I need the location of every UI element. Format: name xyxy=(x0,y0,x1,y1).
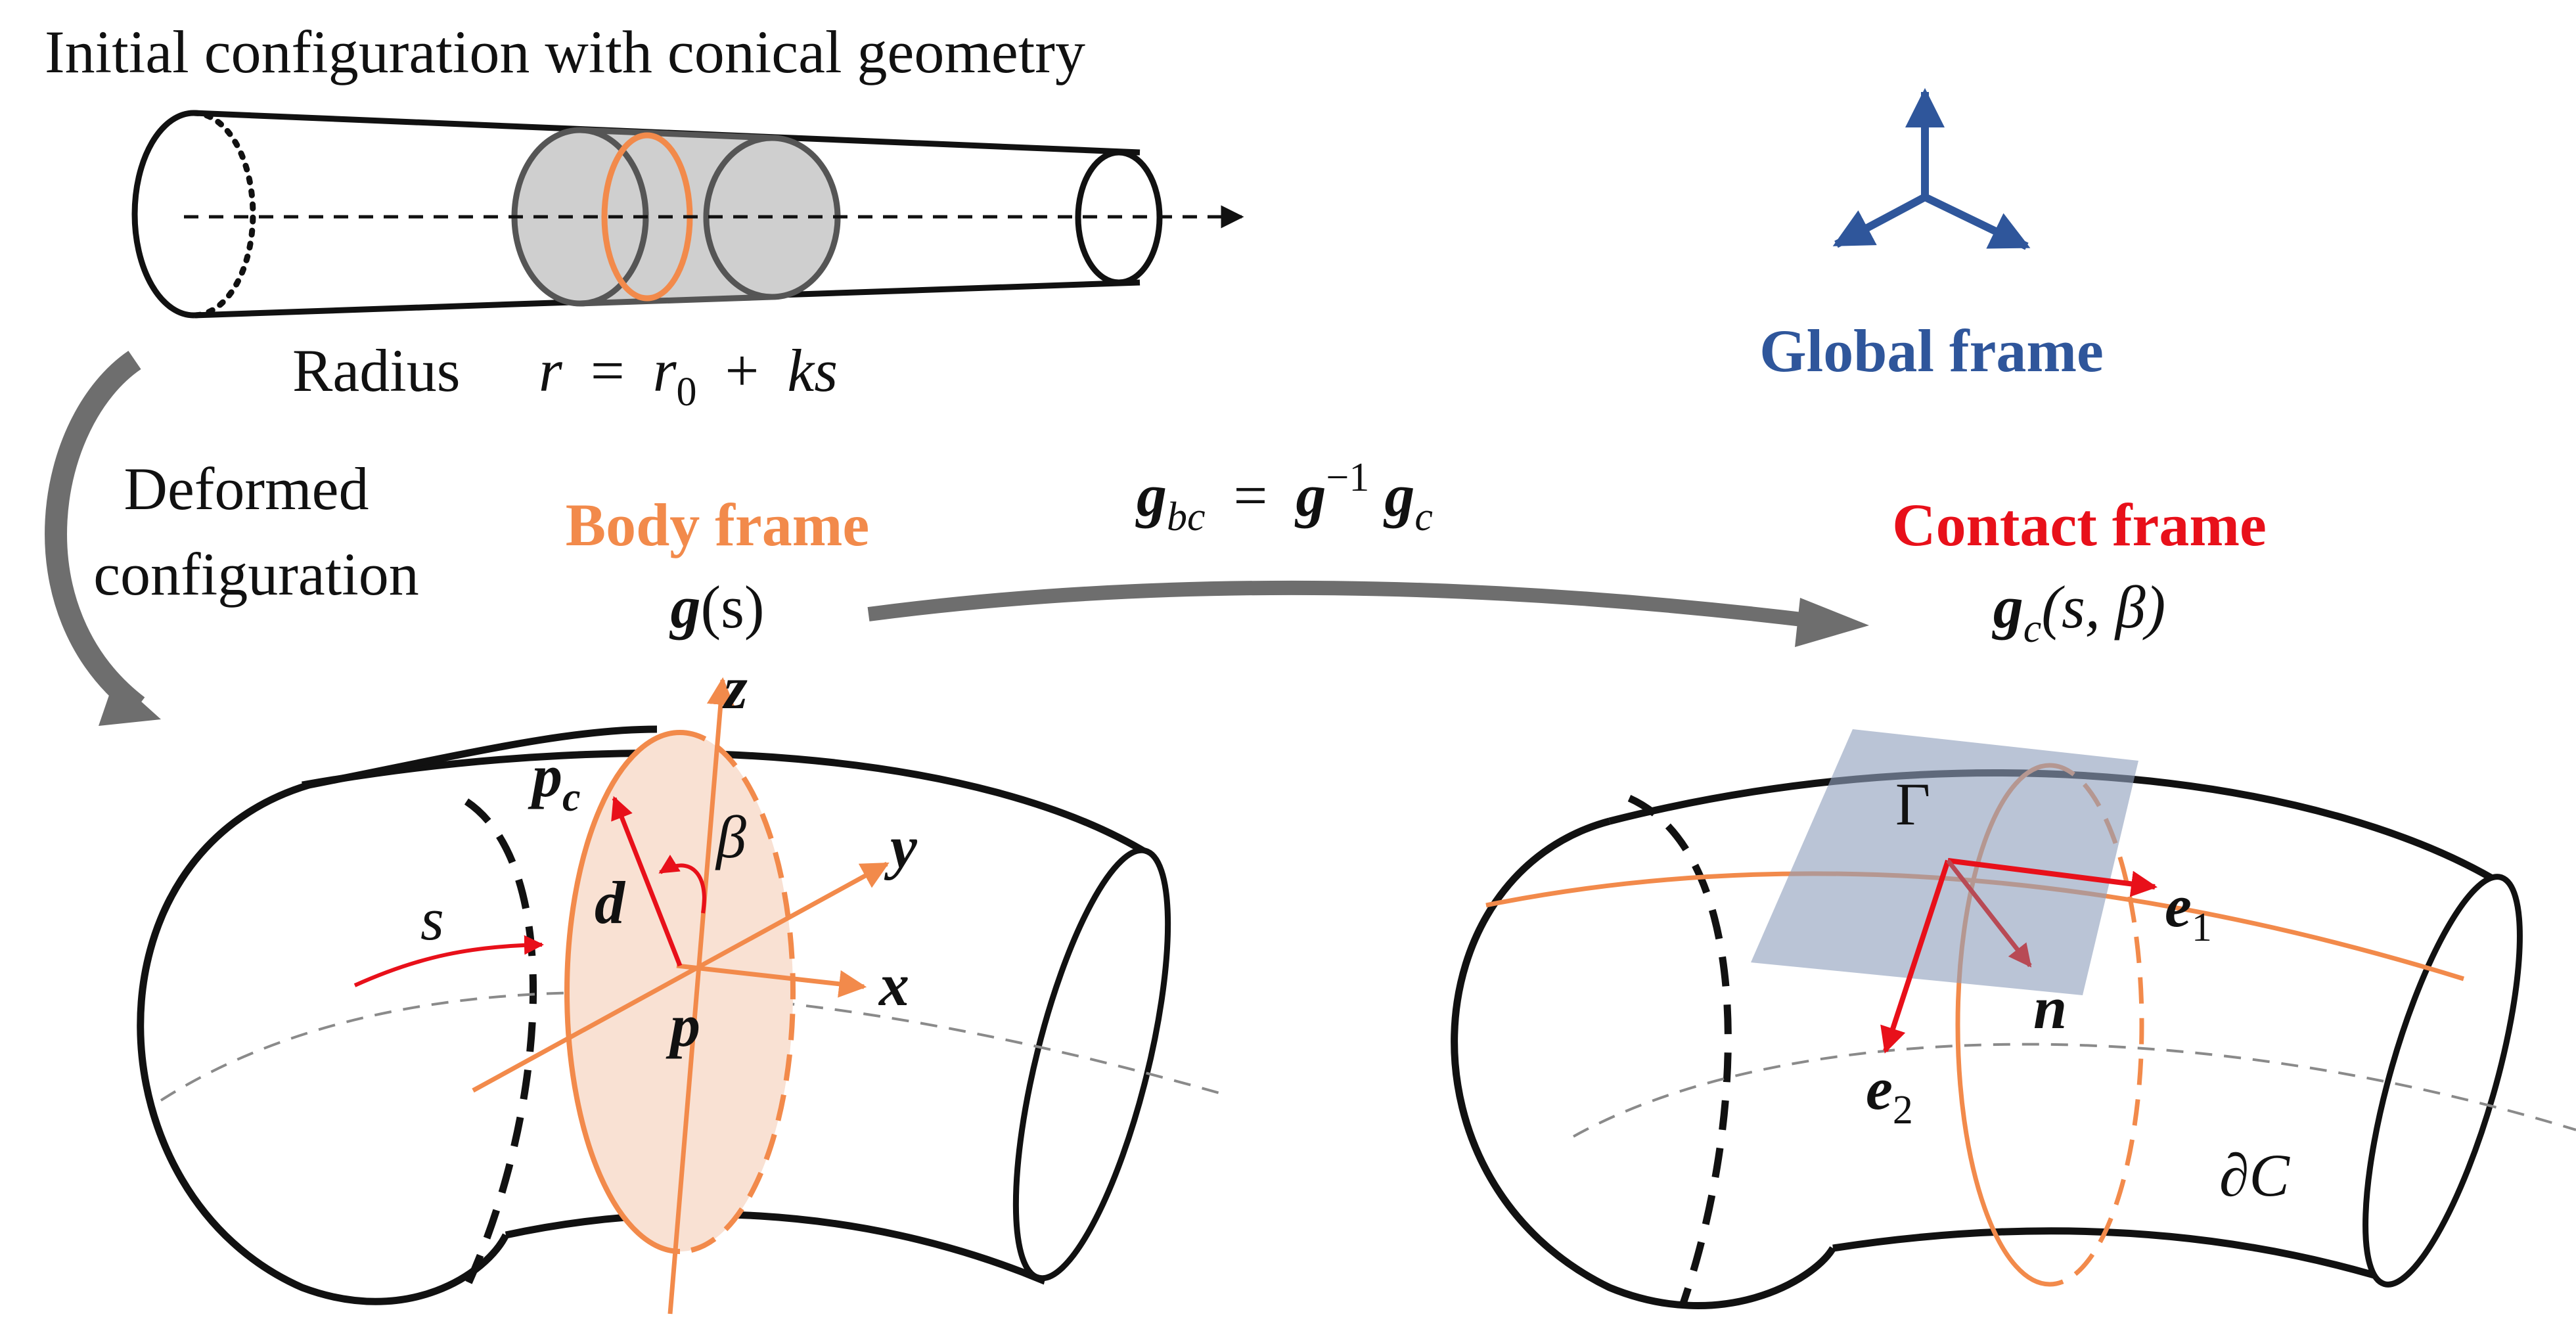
deformation-arrow xyxy=(45,350,145,715)
label-x: x xyxy=(878,951,909,1018)
frame-transform-arrowhead xyxy=(1795,598,1869,647)
body-x-axis xyxy=(676,963,867,998)
label-gamma: Γ xyxy=(1895,771,1930,838)
beta-arc xyxy=(658,855,706,914)
right-tube xyxy=(1451,729,2576,1309)
label-e1: e1 xyxy=(2165,872,2212,950)
body-frame-formula: g(s) xyxy=(669,574,764,641)
contact-frame-formula: gc(s, β) xyxy=(1992,574,2165,651)
initial-config-title: Initial configuration with conical geome… xyxy=(45,18,1085,85)
frame-transform-arrow xyxy=(867,580,1815,628)
deformation-arrowhead xyxy=(99,678,161,726)
vector-e1 xyxy=(1947,858,2158,897)
triad-axes-icon xyxy=(1832,88,2031,250)
transform-formula: gbc = g−1 gc xyxy=(1135,437,1433,543)
label-pc: pc xyxy=(528,742,581,820)
global-frame-label: Global frame xyxy=(1759,317,2104,384)
label-e2: e2 xyxy=(1866,1055,1913,1133)
label-n: n xyxy=(2033,974,2067,1041)
label-d: d xyxy=(595,869,626,936)
body-y-axis xyxy=(472,861,890,1093)
vector-e2 xyxy=(1880,859,1951,1054)
label-s: s xyxy=(420,886,444,953)
vector-d xyxy=(611,796,683,967)
label-beta: β xyxy=(715,803,746,870)
deformed-label-line1: Deformed xyxy=(124,455,369,522)
body-frame-title: Body frame xyxy=(566,491,869,558)
radius-formula: r = r0 + ks xyxy=(539,337,838,418)
label-p: p xyxy=(666,992,700,1059)
radius-label: Radius xyxy=(292,337,461,404)
vector-n xyxy=(1946,859,2032,968)
deformed-label-line2: configuration xyxy=(93,541,419,608)
label-z: z xyxy=(722,654,748,721)
contact-frame-title: Contact frame xyxy=(1892,491,2267,558)
left-tube xyxy=(137,677,1223,1315)
arc-length-arrow xyxy=(353,935,544,987)
cone-tube xyxy=(131,110,1244,319)
label-y: y xyxy=(884,813,918,880)
body-z-axis xyxy=(667,677,734,1315)
label-boundary: ∂C xyxy=(2219,1142,2290,1209)
